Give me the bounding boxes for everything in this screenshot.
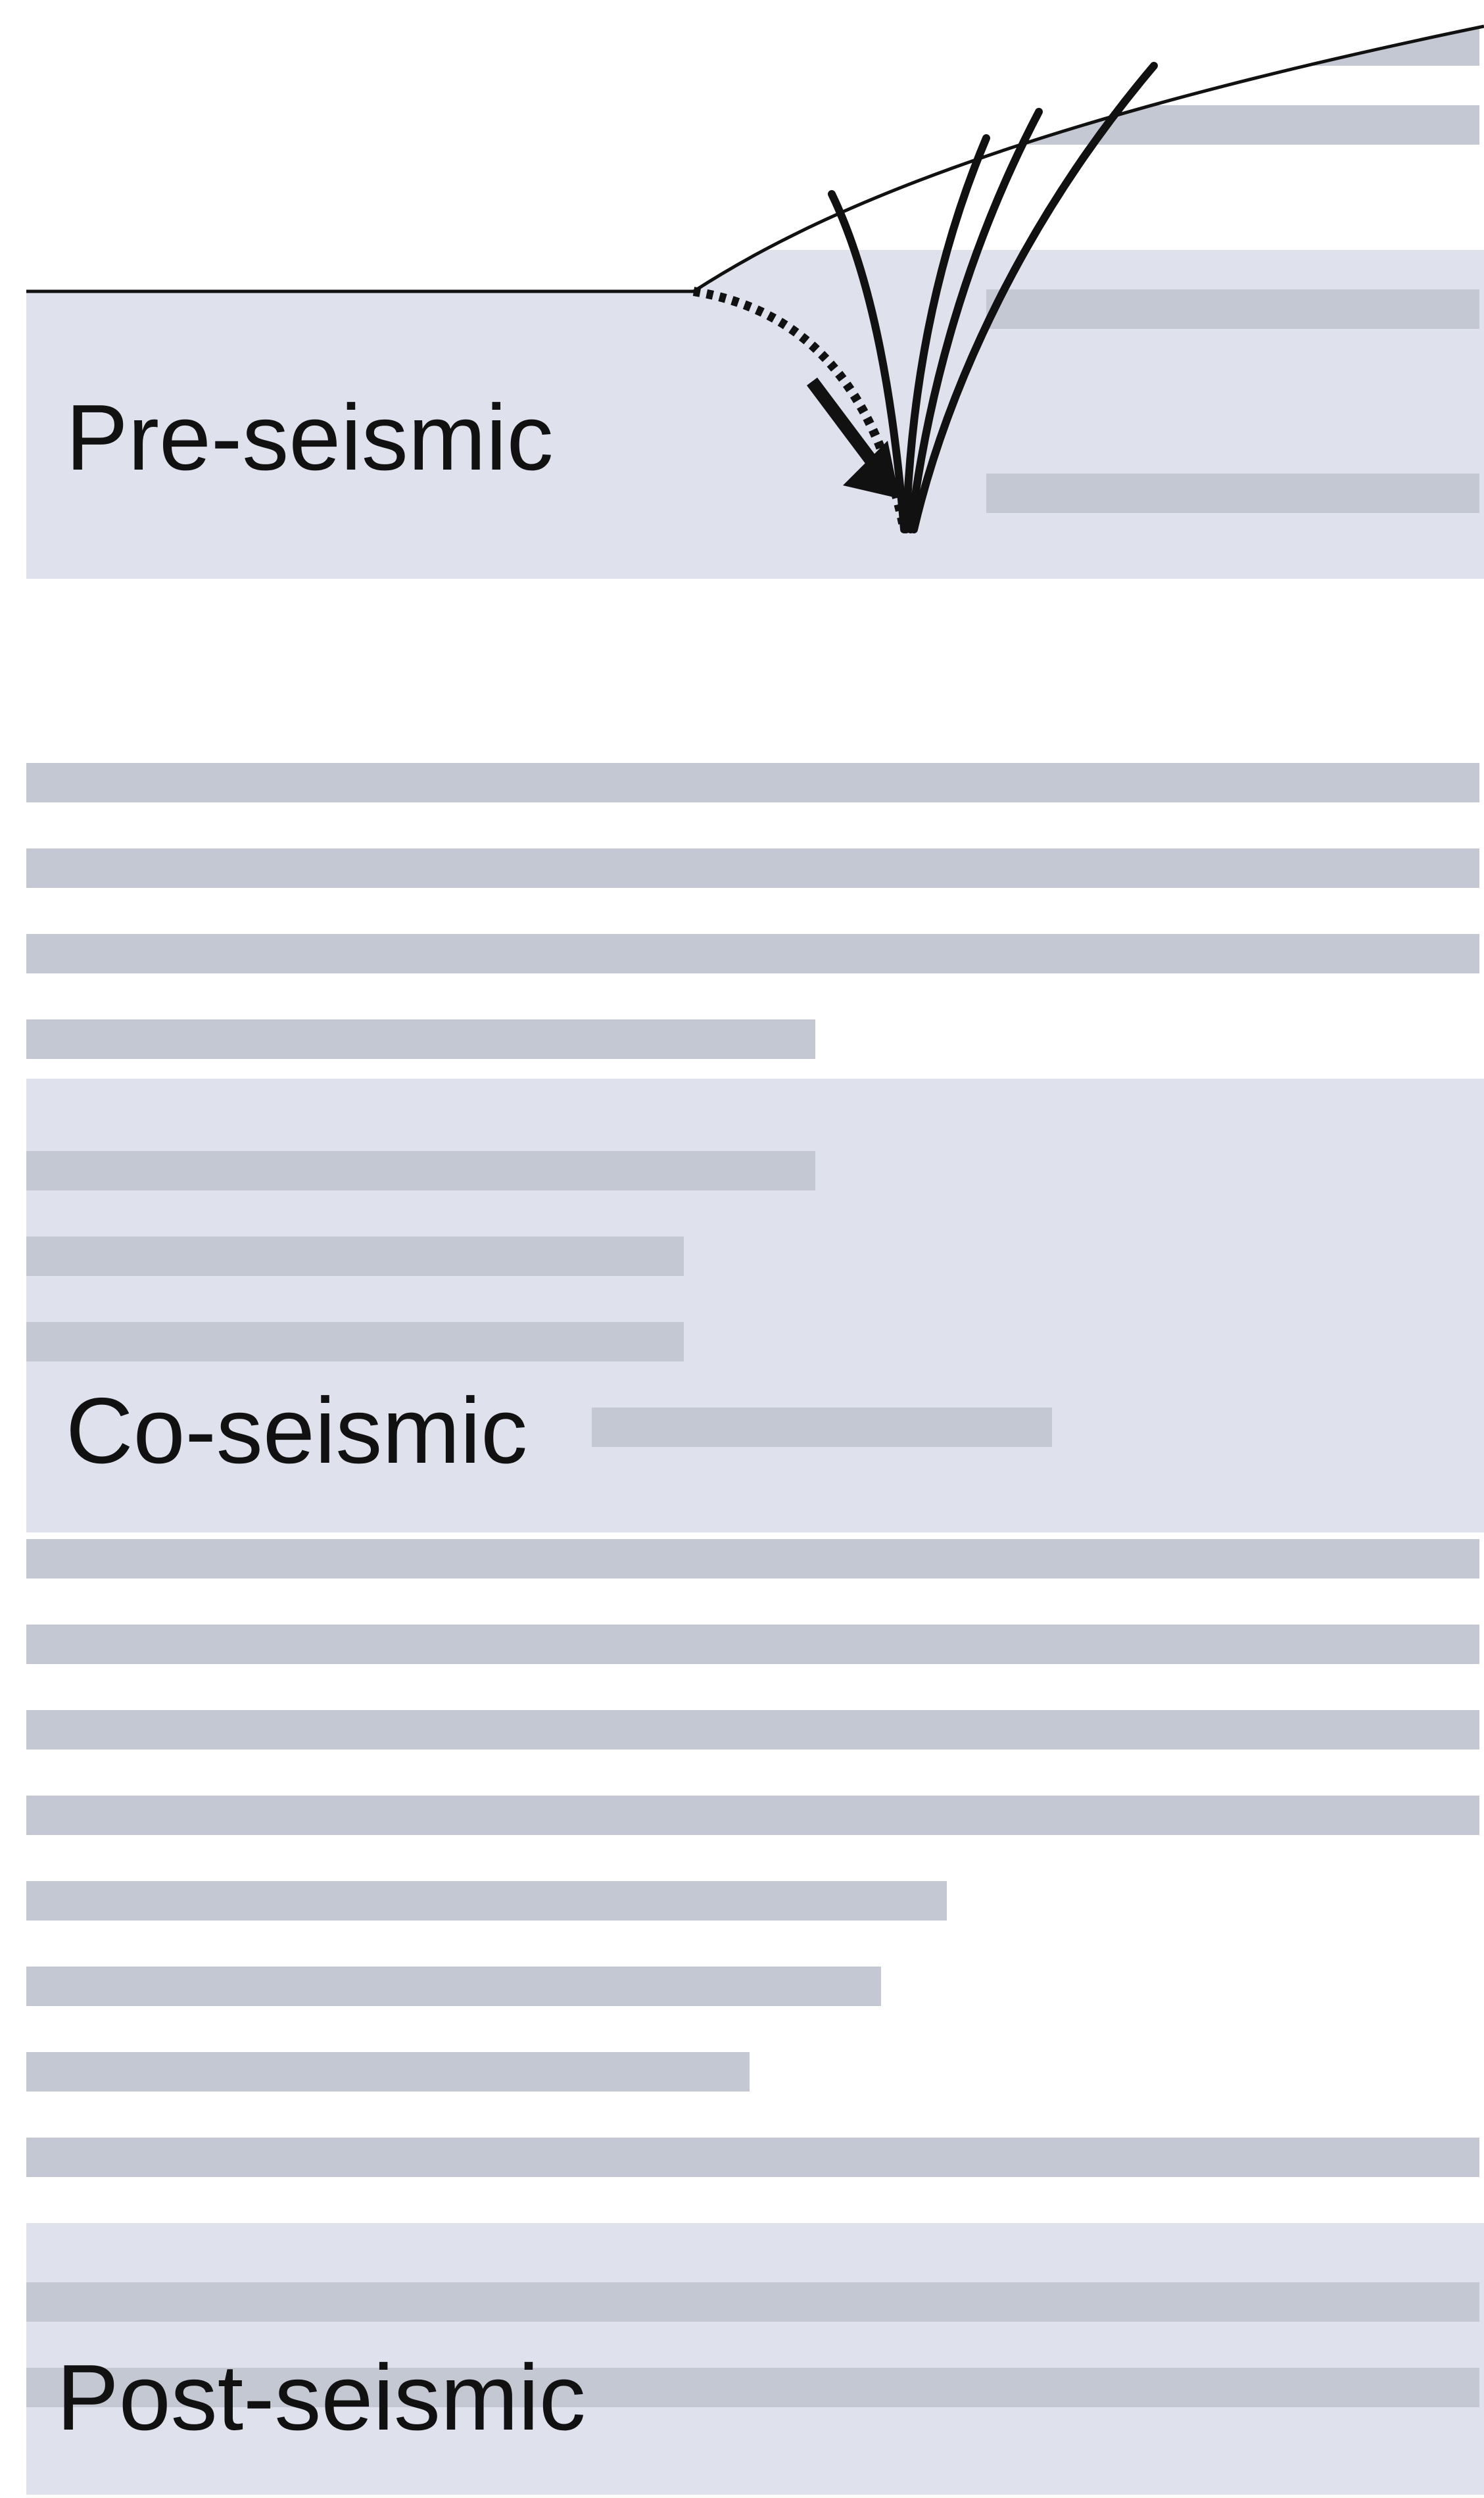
bg-line xyxy=(26,2052,750,2092)
panel-label-pre-seismic: Pre-seismic xyxy=(66,391,554,485)
bg-line xyxy=(26,1539,1479,1579)
bg-line xyxy=(26,2282,1479,2322)
bg-line xyxy=(592,1408,1052,1447)
bg-line xyxy=(26,1322,684,1361)
bg-line xyxy=(26,1625,1479,1664)
bg-line xyxy=(26,934,1479,973)
bg-line xyxy=(26,1967,881,2006)
panel-label-post-seismic: Post-seismic xyxy=(57,2351,586,2445)
bg-line xyxy=(26,763,1479,802)
bg-line xyxy=(26,1151,815,1190)
bg-line xyxy=(986,289,1479,329)
bg-line xyxy=(26,1881,947,1921)
panel-label-co-seismic: Co-seismic xyxy=(66,1384,527,1478)
bg-line xyxy=(986,474,1479,513)
bg-line xyxy=(26,1237,684,1276)
bg-line xyxy=(26,848,1479,888)
upper-block xyxy=(0,0,1484,291)
bg-line xyxy=(26,2138,1479,2177)
bg-line xyxy=(26,1019,815,1059)
bg-line xyxy=(26,1796,1479,1835)
bg-line xyxy=(26,1710,1479,1750)
